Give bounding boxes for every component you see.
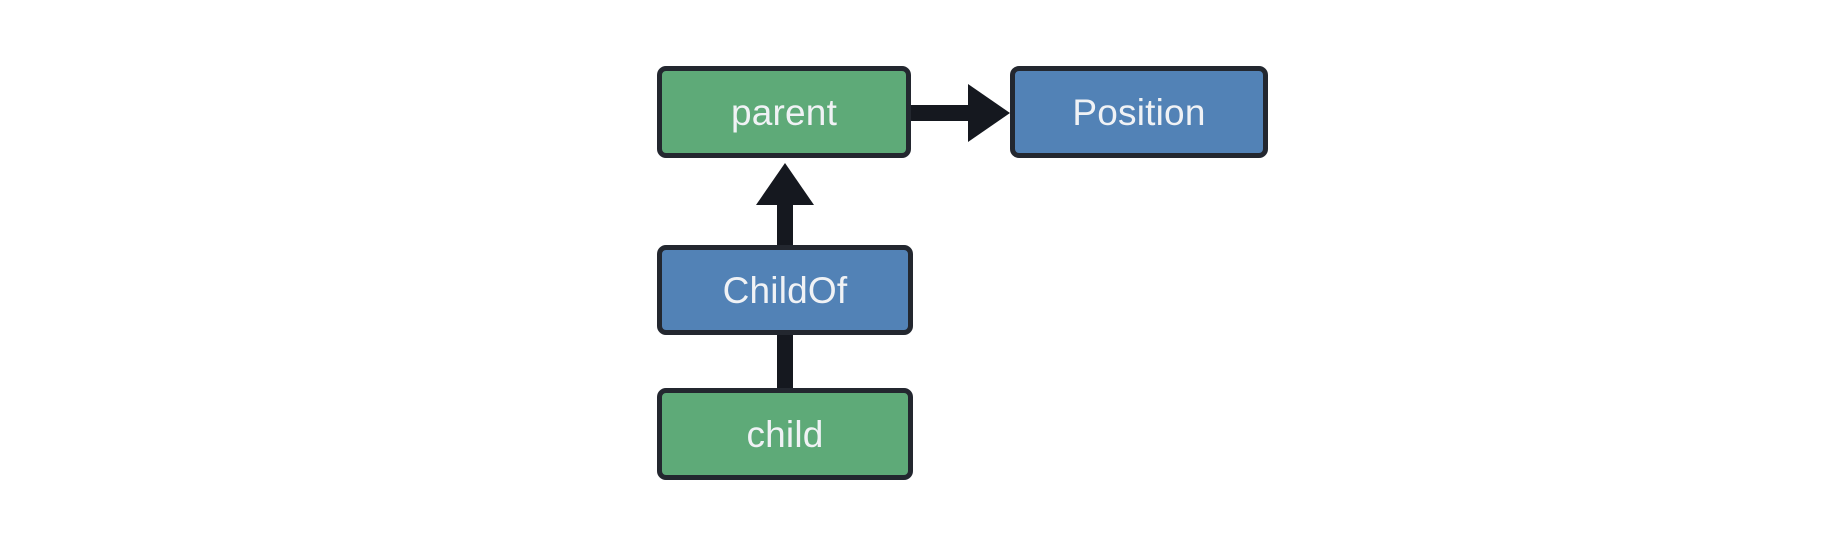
node-child-label: child bbox=[746, 413, 824, 455]
edge-childof-to-parent bbox=[756, 163, 814, 250]
edge-child-to-childof bbox=[777, 330, 793, 392]
node-parent[interactable]: parent bbox=[657, 66, 911, 158]
node-child[interactable]: child bbox=[657, 388, 913, 480]
edge-parent-to-position bbox=[908, 84, 1010, 142]
node-childof-label: ChildOf bbox=[722, 269, 848, 311]
node-childof[interactable]: ChildOf bbox=[657, 245, 913, 335]
node-position[interactable]: Position bbox=[1010, 66, 1268, 158]
node-parent-label: parent bbox=[730, 91, 838, 133]
node-position-label: Position bbox=[1072, 91, 1206, 133]
